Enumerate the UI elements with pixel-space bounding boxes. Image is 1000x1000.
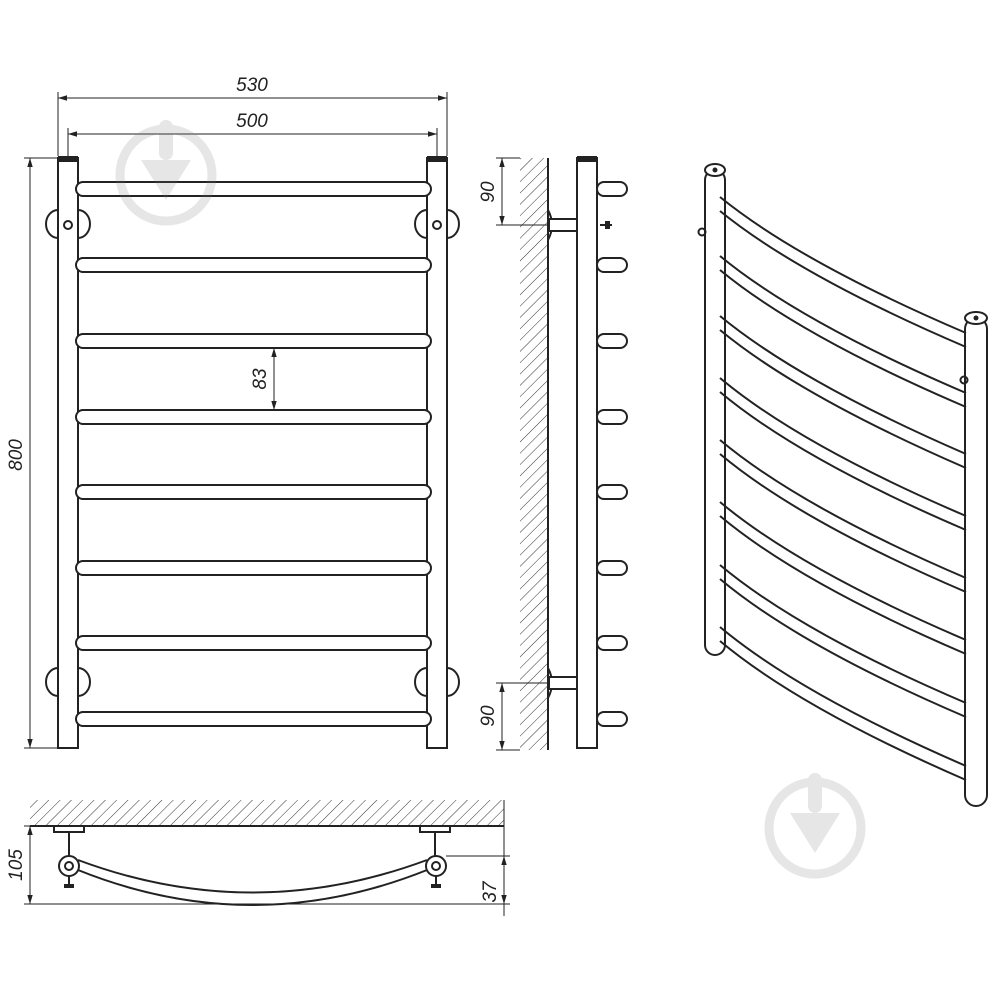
top-upright-right — [425, 855, 447, 877]
side-rung-ends — [596, 181, 628, 727]
dimension-height: 800 — [6, 157, 58, 749]
rung — [75, 711, 432, 727]
dimension-top-offset: 90 — [478, 157, 548, 226]
persp-rungs — [719, 196, 967, 781]
right-upright — [426, 157, 448, 749]
persp-rung — [719, 255, 967, 394]
persp-rung — [719, 439, 967, 579]
rung — [75, 181, 432, 197]
persp-rung — [719, 377, 967, 517]
persp-rung — [719, 315, 967, 455]
dimension-label-90-top: 90 — [478, 181, 499, 203]
persp-rung — [719, 564, 967, 704]
dimension-label-800: 800 — [6, 439, 27, 471]
front-rungs — [75, 181, 432, 727]
dimension-rung-pitch: 83 — [250, 348, 277, 410]
persp-rung — [719, 626, 967, 767]
rung — [75, 560, 432, 576]
dimension-label-83: 83 — [250, 368, 271, 390]
persp-right-upright — [964, 317, 988, 807]
side-upright — [576, 157, 598, 749]
rung — [75, 333, 432, 349]
side-brackets — [547, 209, 612, 699]
top-view: 105 37 — [6, 800, 510, 916]
top-upright-left — [58, 855, 80, 877]
persp-left-upright — [704, 169, 726, 656]
front-view: 530 500 800 83 — [6, 75, 460, 749]
dimension-bottom-offset: 90 — [478, 682, 548, 751]
rung — [75, 484, 432, 500]
dimension-label-37: 37 — [480, 880, 501, 903]
dimension-label-105: 105 — [6, 849, 27, 881]
dimension-label-530: 530 — [236, 75, 268, 96]
download-arrow-icon — [764, 773, 866, 879]
persp-rung — [719, 501, 967, 641]
dimension-width-outer: 530 — [57, 75, 448, 156]
dimension-depth-total: 105 — [6, 825, 300, 905]
rung — [75, 409, 432, 425]
persp-rung — [719, 196, 967, 334]
rung — [75, 635, 432, 651]
wall-mounts — [45, 209, 460, 697]
rung — [75, 257, 432, 273]
left-upright — [57, 157, 79, 749]
side-view: 90 90 — [478, 156, 628, 751]
dimension-width-inner: 500 — [67, 111, 438, 156]
download-arrow-icon — [115, 120, 217, 226]
dimension-label-90-bottom: 90 — [478, 705, 499, 727]
dimension-depth-curve: 37 — [300, 800, 510, 916]
wall-section-top — [30, 800, 504, 826]
top-curved-rung — [77, 869, 428, 906]
dimension-label-500: 500 — [236, 111, 268, 132]
wall-section — [520, 158, 548, 750]
perspective-view — [697, 163, 988, 807]
